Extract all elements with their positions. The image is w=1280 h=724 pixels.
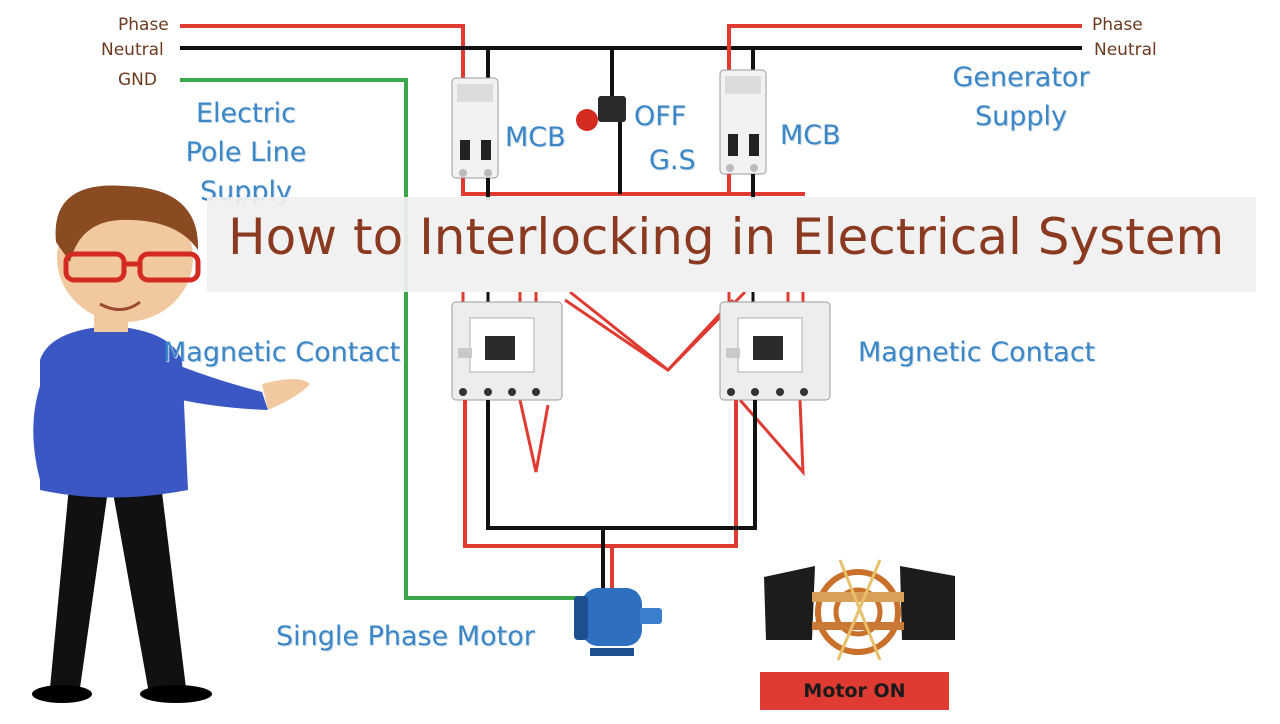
mcb-output-wires xyxy=(461,122,805,200)
generator-supply-line: Generator xyxy=(952,62,1090,93)
generator-supply-line: Supply xyxy=(974,101,1067,132)
ground-wire xyxy=(180,78,580,600)
left-phase-wire xyxy=(180,24,465,82)
interlock-left-loop xyxy=(518,399,550,473)
contactor-left-label: Magnetic Contact xyxy=(163,337,401,368)
title-band xyxy=(207,197,1256,292)
motor-status-badge: Motor ON xyxy=(760,672,949,710)
left-neutral-label: Neutral xyxy=(101,40,164,60)
right-phase-label: Phase xyxy=(1092,15,1143,35)
generator-switch xyxy=(576,96,626,131)
presenter-character xyxy=(32,185,310,703)
pole-supply-line: Pole Line xyxy=(185,137,307,168)
motor-icon xyxy=(574,588,662,656)
motor-internals-icon xyxy=(764,559,955,661)
supply-wires xyxy=(180,24,1082,600)
contactor-right-label: Magnetic Contact xyxy=(858,337,1096,368)
contactor-left xyxy=(451,301,563,401)
gs-label: G.S xyxy=(649,145,696,176)
page-title: How to Interlocking in Electrical System xyxy=(228,208,1225,266)
mcb-left-label: MCB xyxy=(505,122,566,153)
contactor-wires xyxy=(461,290,805,477)
mcb-left xyxy=(451,77,499,179)
off-label: OFF xyxy=(634,101,687,132)
pole-supply-label: Electric Pole Line Supply xyxy=(172,94,320,211)
mcb-right-label: MCB xyxy=(780,120,841,151)
mcb-right xyxy=(719,69,767,175)
generator-supply-label: Generator Supply xyxy=(945,58,1097,136)
motor-feed-wires xyxy=(463,400,757,598)
ground-label: GND xyxy=(118,70,157,90)
right-phase-wire xyxy=(727,24,1082,72)
motor-label: Single Phase Motor xyxy=(276,621,535,652)
left-phase-label: Phase xyxy=(118,15,169,35)
interlock-cross-b xyxy=(564,290,747,372)
right-neutral-label: Neutral xyxy=(1094,40,1157,60)
pole-supply-line: Electric xyxy=(195,98,297,129)
interlock-right-loop xyxy=(738,399,805,477)
contactor-right xyxy=(719,301,831,401)
